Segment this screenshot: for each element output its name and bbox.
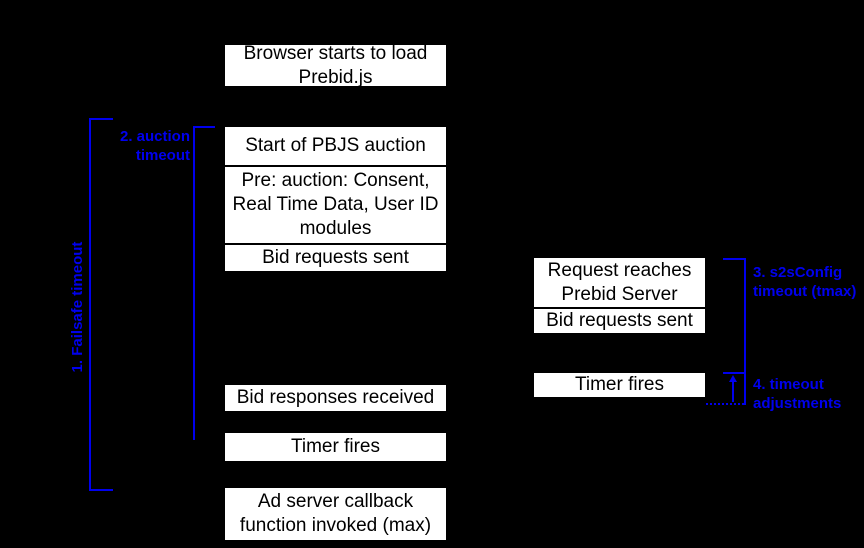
auction-steps-stack: Start of PBJS auction Pre: auction: Cons… [225, 127, 446, 271]
box-ad-server-callback: Ad server callback function invoked (max… [225, 488, 446, 540]
s2s-timeout-mid-tick [723, 372, 744, 374]
s2s-timeout-label: 3. s2sConfig timeout (tmax) [753, 264, 857, 300]
failsafe-timeout-label: 1. Failsafe timeout [69, 241, 86, 373]
up-arrow-shaft [732, 382, 734, 402]
server-steps-stack: Request reaches Prebid Server Bid reques… [534, 258, 705, 333]
box-bid-requests-sent-server: Bid requests sent [534, 307, 705, 333]
box-pre-auction-label: Pre: auction: Consent, Real Time Data, U… [232, 170, 439, 239]
box-ad-server-callback-label: Ad server callback function invoked (max… [239, 491, 432, 536]
box-bid-requests-sent-client-label: Bid requests sent [262, 247, 409, 268]
box-request-reaches-server-label: Request reaches Prebid Server [547, 259, 692, 305]
box-browser-load: Browser starts to load Prebid.js [225, 43, 446, 88]
box-timer-fires-client: Timer fires [225, 433, 446, 461]
box-bid-requests-sent-server-label: Bid requests sent [546, 310, 693, 331]
box-bid-responses-received-label: Bid responses received [236, 387, 435, 408]
box-start-auction: Start of PBJS auction [225, 127, 446, 165]
auction-timeout-bracket [193, 126, 215, 440]
s2s-timeout-bracket [723, 258, 746, 405]
box-timer-fires-client-label: Timer fires [290, 436, 381, 457]
auction-timeout-label: 2. auction timeout [119, 128, 190, 164]
box-timer-fires-server-label: Timer fires [574, 374, 665, 395]
box-pre-auction: Pre: auction: Consent, Real Time Data, U… [225, 165, 446, 243]
timeout-adjustments-dashed-line [706, 403, 744, 405]
up-arrow-icon [729, 375, 737, 382]
box-browser-load-label: Browser starts to load Prebid.js [243, 42, 428, 88]
box-request-reaches-server: Request reaches Prebid Server [534, 258, 705, 307]
box-timer-fires-server: Timer fires [534, 373, 705, 397]
box-start-auction-label: Start of PBJS auction [245, 135, 426, 156]
failsafe-timeout-bracket [89, 118, 113, 491]
box-bid-requests-sent-client: Bid requests sent [225, 243, 446, 271]
box-bid-responses-received: Bid responses received [225, 385, 446, 411]
timeout-adjustments-label: 4. timeout adjustments [753, 376, 842, 412]
